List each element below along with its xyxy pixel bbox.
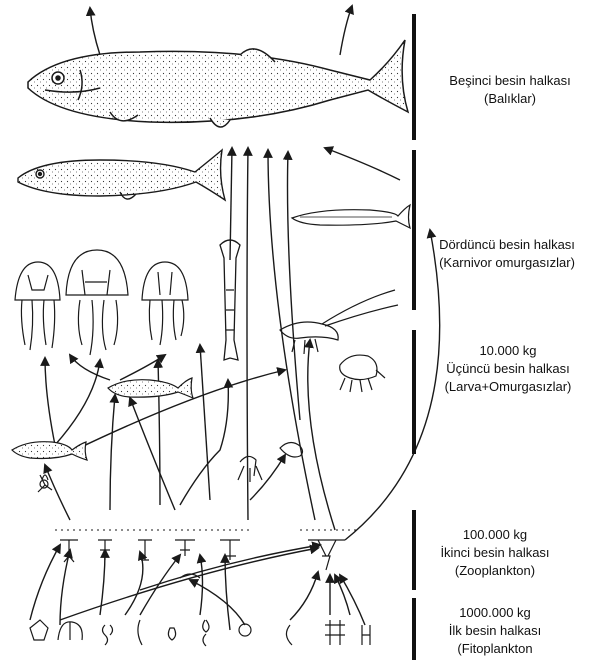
arrow-zoo-to-arrowworm — [200, 345, 210, 500]
level-bar-second — [412, 510, 416, 590]
arrow-phyto-7 — [225, 555, 230, 630]
level-subtitle: (Balıklar) — [424, 90, 596, 108]
level-label-third: 10.000 kg Üçüncü besin halkası (Larva+Om… — [420, 342, 596, 396]
level-label-first: 1000.000 kg İlk besin halkası (Fitoplank… — [420, 604, 570, 658]
level-amount: 10.000 kg — [420, 342, 596, 360]
arrow-mid-fish-to-jelly — [70, 355, 110, 380]
level-subtitle: (Larva+Omurgasızlar) — [420, 378, 596, 396]
level-label-fifth: Beşinci besin halkası (Balıklar) — [424, 72, 596, 108]
level-subtitle: (Zooplankton) — [420, 562, 570, 580]
level-title: Beşinci besin halkası — [424, 72, 596, 90]
level-subtitle: (Fitoplankton — [420, 640, 570, 658]
level-label-second: 100.000 kg İkinci besin halkası (Zooplan… — [420, 526, 570, 580]
shrimp-illustration — [280, 290, 398, 354]
arrow-phyto-12 — [340, 575, 365, 625]
arrow-to-big-fish-5 — [325, 148, 400, 180]
medium-fish-illustration — [18, 150, 225, 200]
level-bar-fourth — [412, 150, 416, 310]
level-label-fourth: Dördüncü besin halkası (Karnivor omurgas… — [418, 236, 596, 272]
jellyfish-illustrations — [15, 250, 188, 355]
level-bar-first — [412, 598, 416, 660]
arrow-phyto-11 — [335, 575, 350, 615]
level-bar-third — [412, 330, 416, 454]
level-title: İkinci besin halkası — [420, 544, 570, 562]
amphipod-illustration — [340, 355, 385, 392]
anchovy-illustration — [292, 205, 410, 228]
arrow-phyto-1 — [30, 545, 60, 620]
arrow-big-fish-up-left — [90, 8, 100, 55]
level-amount: 100.000 kg — [420, 526, 570, 544]
level-title: İlk besin halkası — [420, 622, 570, 640]
arrow-to-big-fish-3 — [268, 150, 315, 520]
arrow-phyto-to-copepod2 — [60, 548, 318, 620]
arrow-big-fish-up-right — [340, 6, 352, 55]
arrow-phyto-9 — [290, 572, 318, 620]
arrow-small-fish-to-larva — [75, 370, 285, 450]
arrow-zoo-to-mid-fish — [110, 395, 115, 510]
phytoplankton-illustrations — [30, 620, 370, 646]
arrow-phyto-5 — [140, 555, 180, 615]
level-bar-fifth — [412, 14, 416, 140]
level-title: Üçüncü besin halkası — [420, 360, 596, 378]
arrow-to-big-fish-2 — [247, 148, 248, 520]
level-title: Dördüncü besin halkası — [418, 236, 596, 254]
large-fish-illustration — [28, 40, 408, 127]
arrow-small-fish-to-jelly — [45, 358, 55, 445]
arrow-to-big-fish-1 — [230, 148, 232, 260]
arrow-phyto-8 — [190, 580, 245, 625]
level-subtitle: (Karnivor omurgasızlar) — [418, 254, 596, 272]
arrow-zoo-to-small-fish — [45, 465, 70, 520]
arrow-phyto-4 — [125, 552, 143, 615]
level-amount: 1000.000 kg — [420, 604, 570, 622]
small-fish-illustration — [12, 378, 193, 460]
arrow-to-shrimp — [308, 340, 335, 530]
